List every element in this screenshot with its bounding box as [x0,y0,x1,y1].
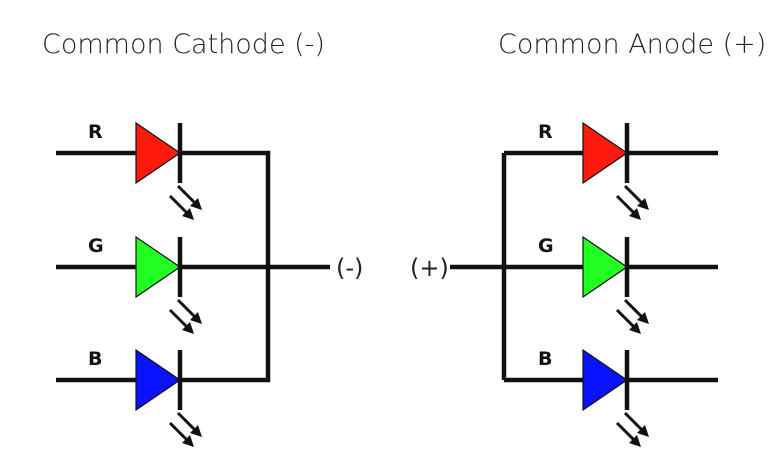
led-label-r: R [88,121,103,143]
light-emission-arrows-icon [615,184,649,220]
light-emission-arrows-icon [168,411,202,447]
light-emission-arrows-icon [168,298,202,334]
led-label-b: B [538,348,552,370]
anode-bus-wire [450,150,718,383]
led-triangle [582,235,629,299]
common-anode-diagram: Common Anode (+) R G [410,29,766,447]
led-red-anode [582,121,649,220]
common-anode-title: Common Anode (+) [498,29,766,60]
led-label-r: R [538,121,553,143]
led-triangle [582,348,629,412]
common-cathode-diagram: Common Cathode (-) R G [42,29,363,447]
light-emission-arrows-icon [615,411,649,447]
led-triangle [582,121,629,185]
led-green-anode [582,235,649,334]
led-blue-cathode [135,348,202,447]
led-triangle [135,121,182,185]
led-blue-anode [582,348,649,447]
led-red-cathode [135,121,202,220]
led-triangle [135,235,182,299]
led-label-g: G [88,235,104,257]
led-label-g: G [538,235,554,257]
led-triangle [135,348,182,412]
common-cathode-title: Common Cathode (-) [42,29,325,60]
light-emission-arrows-icon [168,184,202,220]
light-emission-arrows-icon [615,298,649,334]
cathode-bus-wire [56,150,330,383]
cathode-terminal-label: (-) [336,254,363,282]
led-label-b: B [88,348,102,370]
anode-terminal-label: (+) [410,254,449,282]
led-green-cathode [135,235,202,334]
